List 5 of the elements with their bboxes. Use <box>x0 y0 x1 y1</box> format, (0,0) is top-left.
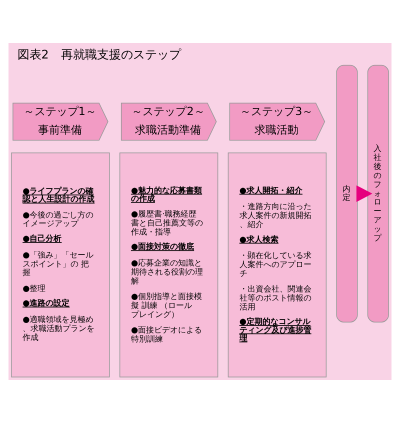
node-box: ●魅力的な応募書類の作成 ●履歴書·職務経歴書と自己推薦文等の作成・指導 ●面接対策の徹底 ●応募企業の知識と期待される役割の理解 ●個別指導と面接模擬 訓練 （ロールプレイング） ●面接ビデオによる特別訓練 <box>119 152 218 377</box>
node-box: ●ライフプランの確認と人生設計の作成 ●今後の過ごし方のイメージアップ ●自己分析 ●「強み」「セールスポイント」の 把握 ●整理 ●進路の設定 ●適職領域を見極め、求職活動プランを作成 <box>11 152 110 377</box>
node-box: ●求人開拓・紹介 ・進路方向に沿った求人案件の新規開拓、紹介 ●求人検索 ・顕在化している求人案件へのアプローチ ・出資会社、関連会社等のポスト情報の活用 ●定期的なコンサルティング及び進捗管理 <box>228 152 327 377</box>
node-box: 入社後のフォローアップ <box>367 64 389 322</box>
diagram-title: 図表2 再就職支援のステップ <box>17 46 181 61</box>
